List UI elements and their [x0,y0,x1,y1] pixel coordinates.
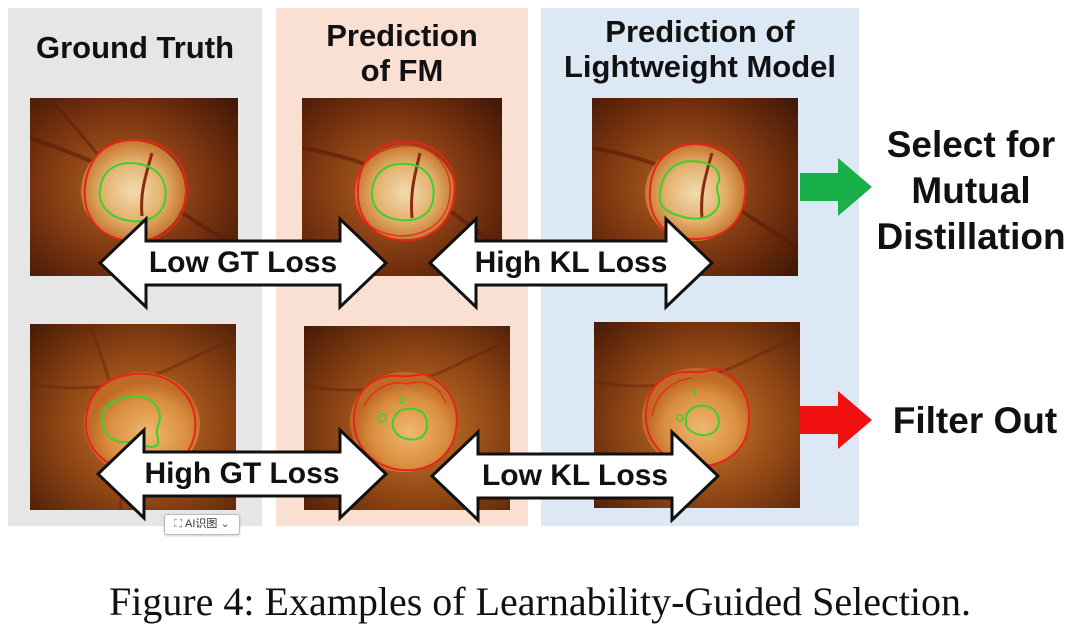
ai-recognize-button[interactable]: ⛶AI识图⌄ [164,514,240,535]
figure-caption: Figure 4: Examples of Learnability-Guide… [0,578,1080,625]
low-kl-loss-label: Low KL Loss [478,459,672,493]
high-kl-loss-label: High KL Loss [468,246,674,280]
low-gt-loss-label: Low GT Loss [146,246,340,280]
scan-icon: ⛶ [174,518,182,530]
filter-outcome-arrow [800,391,872,449]
select-for-mutual-distillation-label: Select for Mutual Distillation [862,122,1080,260]
ai-recognize-label: AI识图 [185,518,217,530]
high-gt-loss-label: High GT Loss [136,457,348,491]
chevron-down-icon: ⌄ [220,518,229,530]
filter-out-label: Filter Out [880,398,1070,444]
